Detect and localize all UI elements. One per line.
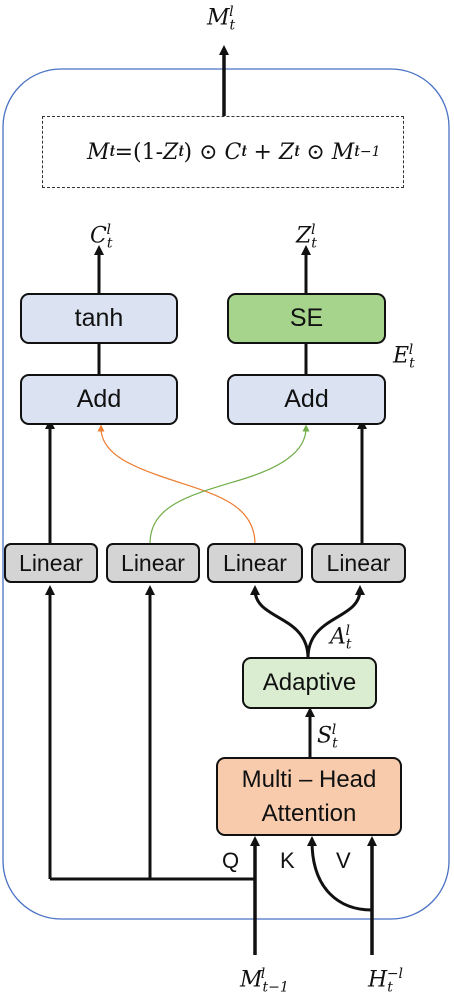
- tanh-label: tanh: [74, 304, 124, 332]
- linear-block-2: Linear: [106, 543, 200, 583]
- k-label: K: [280, 848, 295, 873]
- add-left-label: Add: [76, 385, 122, 413]
- attention-line-1: Multi – Head: [241, 765, 377, 793]
- formula-odot-1: ⊙: [199, 139, 218, 165]
- formula-m2-sup: l: [354, 144, 360, 160]
- formula-plus: +: [253, 139, 272, 165]
- formula-z: Z: [163, 139, 179, 165]
- e-label: Etl: [393, 342, 419, 372]
- a-symbol: A: [330, 624, 346, 650]
- input-h-label: Ht−l: [368, 966, 409, 996]
- input-h-sup: −l: [386, 966, 404, 982]
- a-sub: t: [345, 636, 352, 653]
- input-m-symbol: M: [240, 967, 263, 993]
- e-symbol: E: [393, 343, 410, 369]
- z-sup: l: [310, 222, 316, 238]
- s-symbol: S: [317, 723, 333, 749]
- fork-to-linear3: [250, 585, 310, 659]
- input-m-sub: t−1: [262, 979, 289, 996]
- s-sub: t: [332, 735, 338, 752]
- formula-odot-2: ⊙: [306, 139, 325, 165]
- s-sup: l: [331, 722, 337, 738]
- a-sup: l: [345, 623, 351, 639]
- linear-1-label: Linear: [19, 549, 83, 576]
- output-m-sub: t: [229, 17, 236, 34]
- add-block-right: Add: [227, 374, 386, 425]
- cross-arrow-orange: [97, 424, 256, 545]
- c-label: Ctl: [90, 222, 117, 252]
- adaptive-label: Adaptive: [262, 669, 357, 696]
- add-block-left: Add: [20, 374, 178, 425]
- formula-z-sub: t: [178, 144, 184, 160]
- output-m-sup: l: [229, 4, 234, 20]
- e-sub: t: [409, 355, 415, 372]
- formula-m-sup: l: [110, 144, 115, 160]
- formula-z2: Z: [278, 139, 295, 165]
- a-label: Atl: [330, 623, 356, 653]
- input-h-symbol: H: [368, 967, 388, 993]
- tanh-block: tanh: [20, 293, 178, 344]
- s-label: Stl: [317, 722, 342, 752]
- formula-m: M: [86, 139, 110, 165]
- z-sub: t: [311, 235, 317, 252]
- k-curve: [307, 836, 373, 912]
- formula-z2-sub: t: [294, 144, 300, 160]
- add-right-label: Add: [284, 385, 329, 413]
- attention-line-2: Attention: [261, 799, 357, 827]
- formula-z2-sup: l: [294, 144, 300, 160]
- fork-to-linear4: [306, 585, 365, 659]
- formula-z-sup: l: [178, 144, 184, 160]
- output-m-symbol: M: [207, 5, 230, 31]
- module-container: [2, 68, 450, 920]
- formula-m2: M: [331, 139, 355, 165]
- se-block: SE: [227, 293, 386, 344]
- linear-block-1: Linear: [4, 543, 98, 583]
- linear-4-label: Linear: [326, 549, 391, 576]
- c-sub: t: [106, 235, 113, 252]
- input-m-sup: l: [260, 966, 266, 982]
- formula-c-sup: l: [241, 144, 247, 160]
- e-sup: l: [408, 342, 414, 358]
- formula-c: C: [224, 139, 242, 165]
- formula-m-sub: t: [109, 144, 116, 160]
- linear-block-4: Linear: [311, 543, 406, 583]
- adaptive-block: Adaptive: [242, 657, 377, 709]
- q-label: Q: [222, 848, 240, 873]
- attention-block: Multi – Head Attention: [216, 757, 402, 836]
- se-label: SE: [289, 304, 324, 332]
- c-sup: l: [106, 222, 111, 238]
- input-h-sub: t: [387, 979, 393, 996]
- linear-block-3: Linear: [207, 543, 303, 583]
- formula-eq: =(1-: [114, 139, 164, 165]
- linear-2-label: Linear: [121, 549, 185, 576]
- cross-arrow-green: [149, 424, 310, 545]
- formula-m2-sub: t−1: [354, 144, 381, 160]
- input-m-label: Mt−1l: [240, 966, 293, 996]
- output-m-label: Mtl: [207, 4, 240, 34]
- z-label: Ztl: [296, 222, 321, 252]
- formula-close: ): [183, 139, 193, 165]
- linear-3-label: Linear: [223, 549, 287, 576]
- v-label: V: [336, 848, 351, 873]
- formula-c-sub: t: [241, 144, 247, 160]
- c-symbol: C: [90, 223, 107, 249]
- z-symbol: Z: [296, 223, 312, 249]
